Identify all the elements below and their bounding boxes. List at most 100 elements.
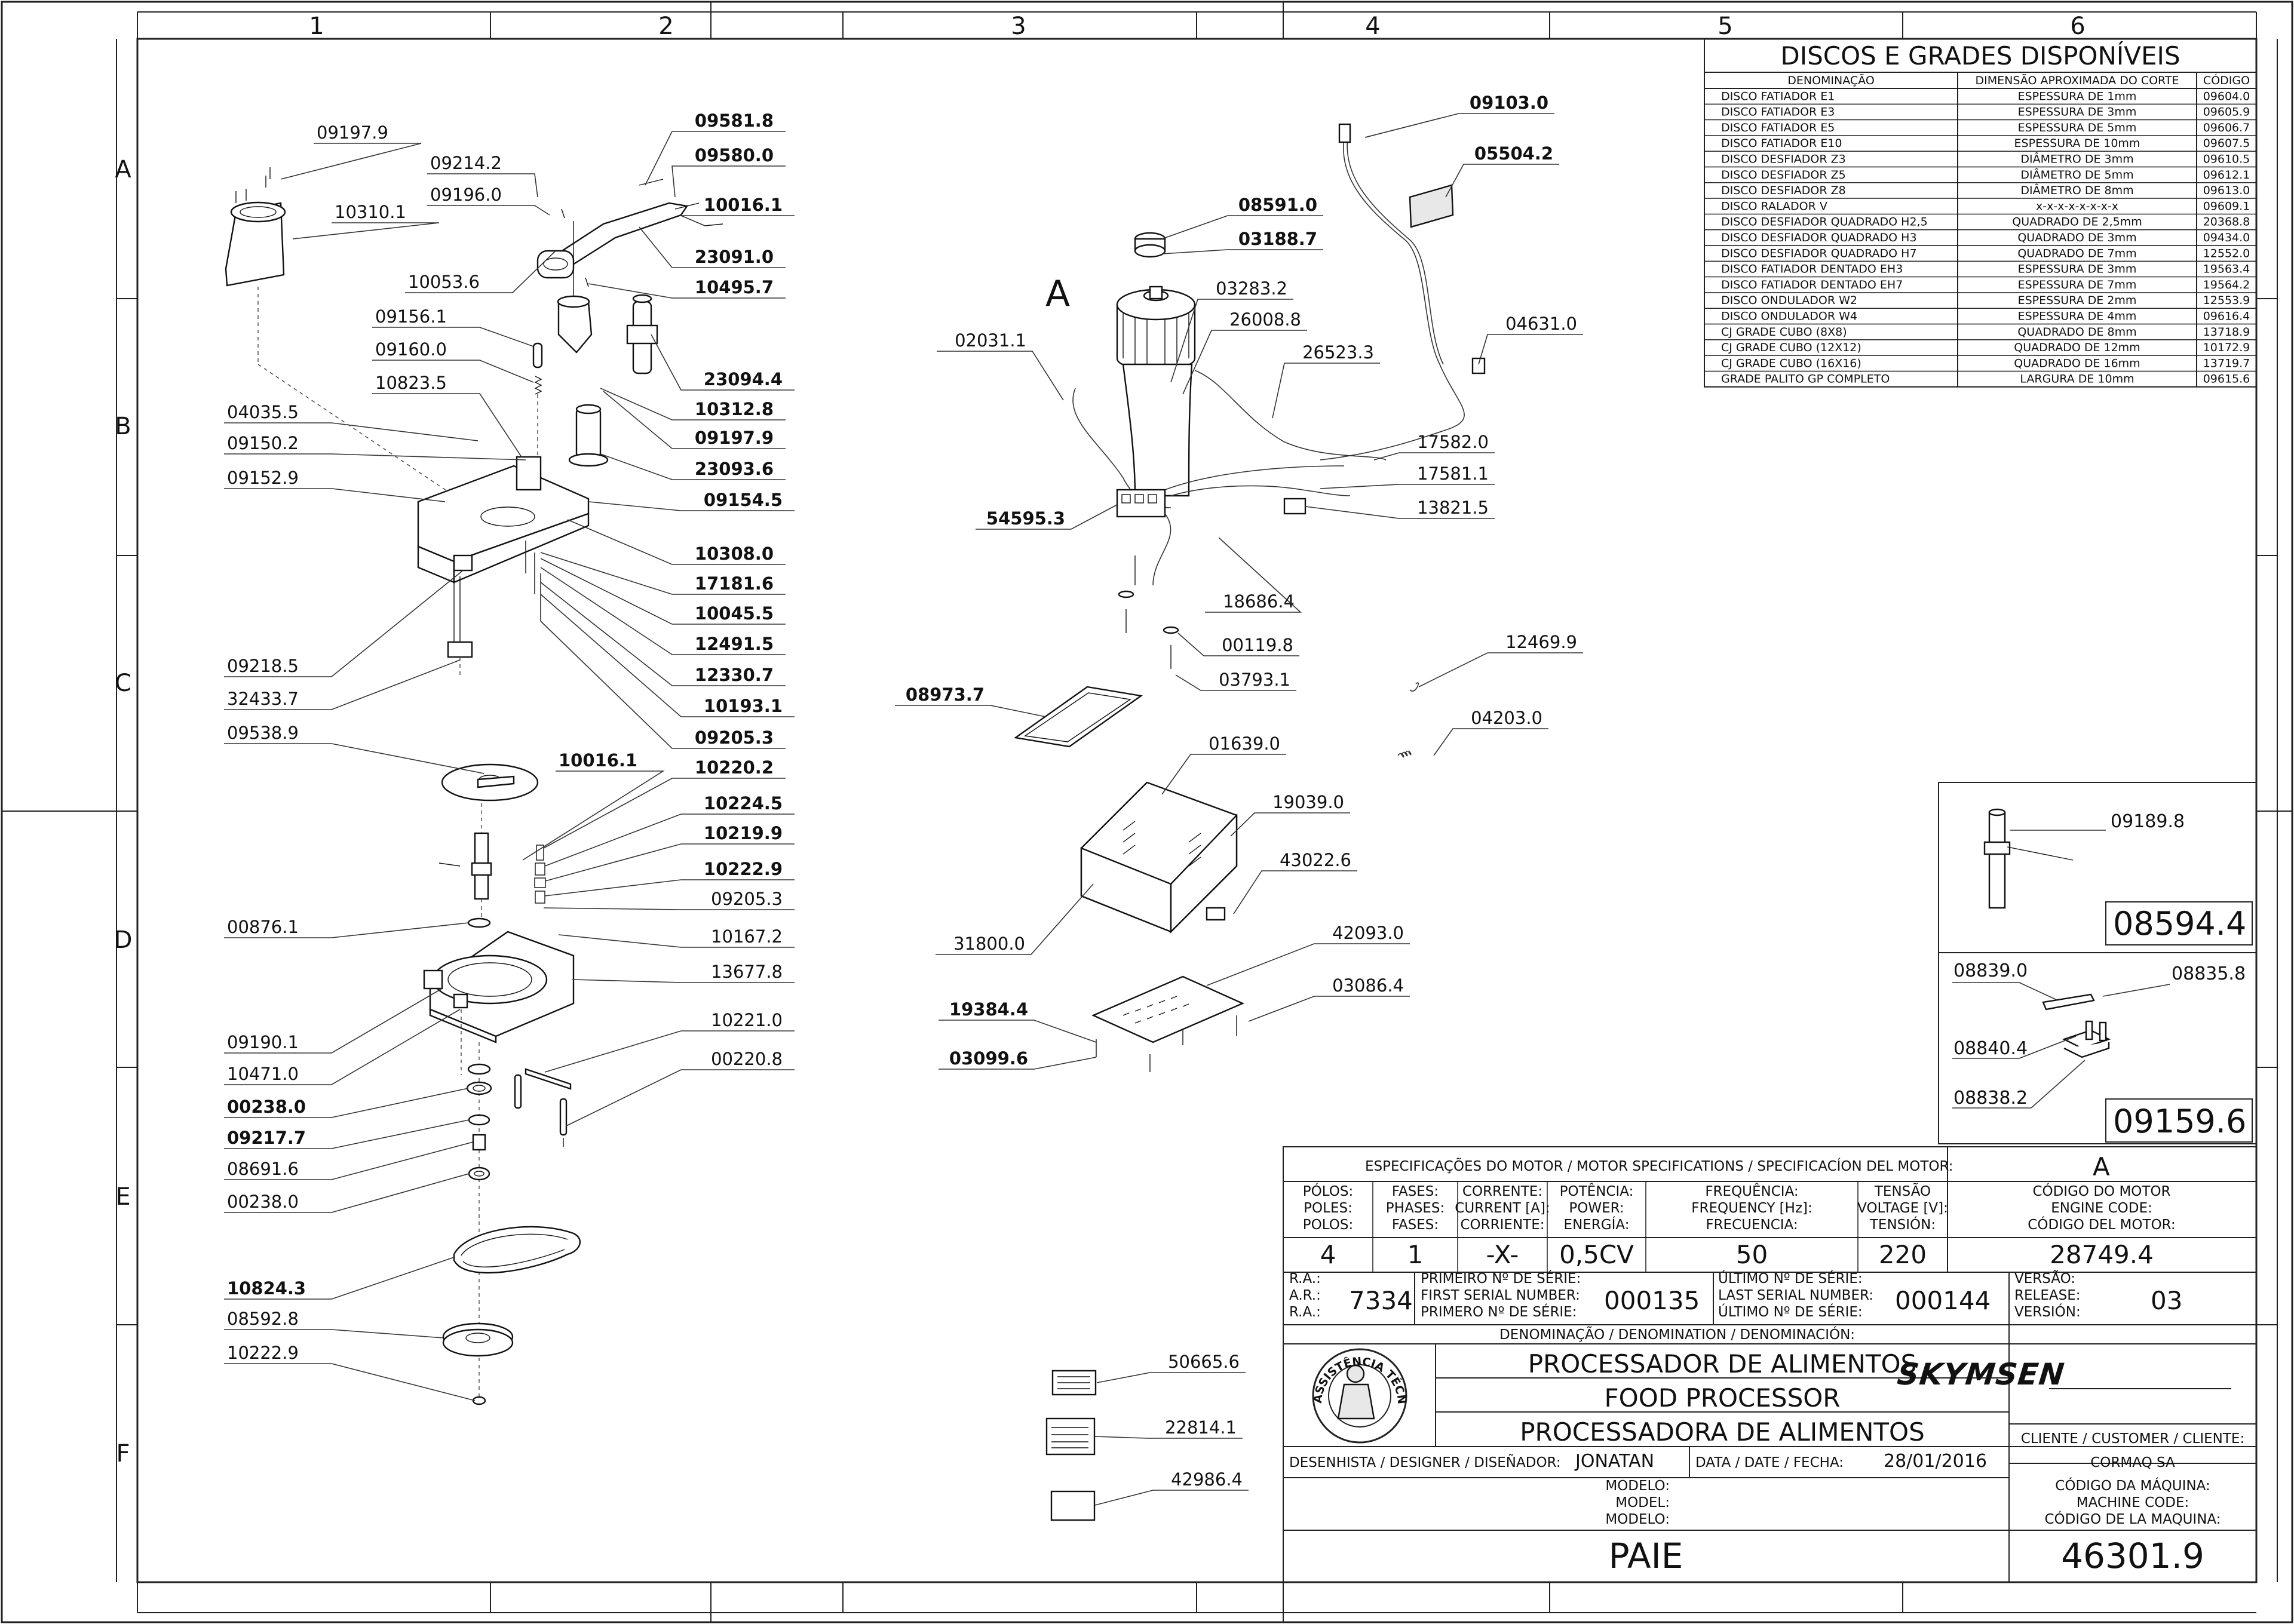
leader-left-9 — [588, 283, 786, 299]
first-serial-value: 000135 — [1604, 1286, 1700, 1315]
discs-row-15-dimension: QUADRADO DE 8mm — [2017, 326, 2136, 339]
discs-row-9-code: 09434.0 — [2203, 231, 2250, 244]
callout-left-12: 23094.4 — [704, 369, 783, 389]
leader-left-47 — [224, 1173, 470, 1213]
discs-row-1-code: 09605.9 — [2203, 106, 2250, 119]
version-value: 03 — [2151, 1286, 2182, 1315]
leader-mid-5 — [1182, 330, 1307, 395]
detail-bottom-callout-1: 08839.0 — [1953, 960, 2028, 981]
discs-row-14-code: 09616.4 — [2203, 310, 2250, 323]
last-serial-label-1: ÚLTIMO Nº DE SÉRIE: — [1718, 1270, 1863, 1287]
version-label-3: VERSIÓN: — [2014, 1303, 2081, 1320]
callout-left-9: 10495.7 — [695, 277, 774, 297]
leader-left-39 — [572, 979, 795, 983]
grid-col-5: 5 — [1718, 13, 1732, 40]
callout-left-10: 09156.1 — [375, 306, 447, 327]
spec-col-5-label-1: TENSÃO — [1874, 1183, 1931, 1199]
leader-left-37 — [543, 907, 795, 910]
leader-mid-14 — [1177, 633, 1299, 656]
grid-col-6: 6 — [2070, 13, 2085, 40]
callout-left-17: 23093.6 — [695, 459, 774, 479]
leader-left-42 — [566, 1069, 795, 1126]
leader-mid-17 — [895, 705, 1046, 717]
callout-left-11: 09160.0 — [375, 339, 447, 360]
grid-row-C: C — [115, 670, 131, 697]
discs-row-3-code: 09607.5 — [2203, 137, 2250, 150]
model-label-2: MODEL: — [1615, 1495, 1670, 1511]
leader-mid-12 — [976, 504, 1118, 530]
spec-col-4-label-3: FRECUENCIA: — [1706, 1217, 1798, 1233]
discs-row-11-dimension: ESPESSURA DE 3mm — [2018, 263, 2137, 276]
middle-assembly-parts — [1013, 123, 1486, 1521]
callout-left-19: 09152.9 — [227, 468, 299, 488]
grid-row-D: D — [114, 926, 133, 954]
callout-mid-27: 50665.6 — [1168, 1352, 1240, 1372]
detail-bottom-callout-3: 08840.4 — [1953, 1038, 2028, 1059]
callout-left-3: 09196.0 — [430, 185, 502, 205]
detail-top-code: 08594.4 — [2113, 905, 2246, 943]
callout-left-49: 08592.8 — [227, 1309, 299, 1329]
callout-left-42: 00220.8 — [711, 1049, 783, 1069]
leader-left-2 — [427, 173, 538, 198]
discs-row-13-code: 12553.9 — [2203, 294, 2250, 307]
leader-mid-1 — [1445, 164, 1559, 198]
callout-mid-23: 42093.0 — [1332, 923, 1404, 943]
callout-left-34: 10219.9 — [704, 823, 783, 843]
callout-left-22: 17181.6 — [695, 573, 774, 594]
first-serial-label-1: PRIMEIRO Nº DE SÉRIE: — [1421, 1270, 1581, 1287]
last-serial-label-3: ÚLTIMO Nº DE SÉRIE: — [1718, 1303, 1863, 1320]
callout-left-7: 23091.0 — [695, 247, 774, 267]
spec-col-3-label-3: ENERGÍA: — [1564, 1216, 1630, 1233]
callout-left-8: 10053.6 — [408, 272, 480, 292]
grid-row-E: E — [115, 1183, 130, 1211]
leader-left-5 — [671, 165, 786, 198]
discs-row-4-name: DISCO DESFIADOR Z3 — [1721, 153, 1846, 166]
motor-code-label-3: CÓDIGO DEL MOTOR: — [2028, 1216, 2175, 1233]
spec-col-5-label-3: TENSIÓN: — [1869, 1216, 1936, 1233]
discs-row-7-dimension: x-x-x-x-x-x-x-x — [2036, 199, 2118, 213]
callout-mid-2: 08591.0 — [1238, 195, 1317, 215]
client-label: CLIENTE / CUSTOMER / CLIENTE: — [2021, 1431, 2244, 1447]
date-value: 28/01/2016 — [1884, 1451, 1987, 1472]
ra-label-3: R.A.: — [1289, 1304, 1321, 1320]
leader-left-29 — [540, 621, 786, 749]
service-seal-logo: ASSISTÊNCIA TÉCNICA AUTORIZADA — [0, 0, 1408, 1444]
discs-row-1-dimension: ESPESSURA DE 3mm — [2018, 106, 2137, 119]
grid-row-F: F — [116, 1440, 130, 1468]
brand-name: SKYMSEN — [1896, 1356, 2066, 1392]
model-label-1: MODELO: — [1605, 1478, 1670, 1494]
leader-mid-29 — [1094, 1490, 1249, 1506]
callout-left-25: 09218.5 — [227, 656, 299, 676]
callout-left-30: 09538.9 — [227, 723, 299, 743]
leader-mid-0 — [1364, 113, 1554, 138]
discs-table-title: DISCOS E GRADES DISPONÍVEIS — [1780, 41, 2180, 70]
callout-mid-15: 03793.1 — [1219, 670, 1290, 690]
leader-left-12 — [651, 334, 795, 391]
callout-mid-16: 12469.9 — [1505, 632, 1577, 652]
grid-col-1: 1 — [309, 13, 324, 40]
denomination-label: DENOMINAÇÃO / DENOMINATION / DENOMINACIÓ… — [1499, 1326, 1855, 1343]
spec-col-3-label-2: POWER: — [1569, 1201, 1624, 1216]
discs-row-9-name: DISCO DESFIADOR QUADRADO H3 — [1721, 231, 1917, 244]
leader-mid-28 — [1094, 1436, 1243, 1439]
discs-row-8-code: 20368.8 — [2203, 216, 2250, 229]
callout-mid-21: 43022.6 — [1280, 850, 1351, 870]
spec-col-0-label-3: POLOS: — [1303, 1217, 1353, 1233]
motor-marker: A — [1045, 273, 1070, 315]
callout-left-39: 13677.8 — [711, 962, 783, 982]
motor-spec-title: ESPECIFICAÇÕES DO MOTOR / MOTOR SPECIFIC… — [1365, 1157, 1953, 1174]
callout-mid-17: 08973.7 — [906, 684, 985, 705]
discs-row-16-name: CJ GRADE CUBO (12X12) — [1721, 341, 1861, 354]
ra-label-2: A.R.: — [1289, 1288, 1321, 1303]
discs-row-14-name: DISCO ONDULADOR W4 — [1721, 310, 1857, 323]
callout-mid-29: 42986.4 — [1171, 1469, 1243, 1490]
leader-left-7 — [639, 226, 786, 268]
leader-left-16 — [224, 422, 479, 441]
leader-left-50 — [224, 1363, 476, 1401]
leader-mid-10 — [1320, 484, 1495, 489]
leader-left-18 — [224, 453, 526, 461]
callout-left-40: 10221.0 — [711, 1010, 783, 1030]
